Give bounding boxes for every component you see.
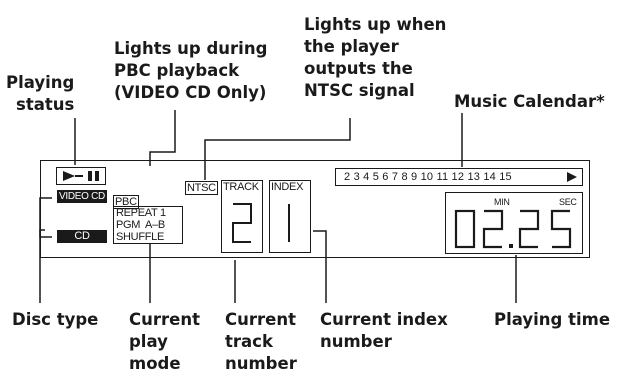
index-value (286, 202, 292, 244)
callout-track-number-line2: track (225, 332, 273, 351)
min-label: MIN (494, 197, 510, 207)
callout-ntsc-line2: the player (304, 37, 399, 56)
music-calendar-box: 2 3 4 5 6 7 8 9 10 11 12 13 14 15 (335, 168, 583, 186)
calendar-numbers: 2 3 4 5 6 7 8 9 10 11 12 13 14 15 (344, 171, 512, 183)
callout-ntsc-line3: outputs the (304, 59, 413, 78)
callout-pbc-line2: PBC playback (114, 61, 240, 80)
callout-playing-time: Playing time (494, 310, 611, 329)
track-value (231, 202, 253, 244)
track-label: TRACK (223, 181, 259, 193)
callout-play-mode: Current play mode (129, 309, 200, 375)
callout-index-number: Current index number (320, 309, 448, 353)
callout-pbc-line3: (VIDEO CD Only) (114, 83, 267, 102)
callout-ntsc-line4: NTSC signal (304, 81, 415, 100)
ntsc-indicator: NTSC (185, 181, 218, 195)
callout-pbc-line1: Lights up during (114, 39, 268, 58)
callout-play-mode-line2: play (129, 332, 168, 351)
sec-label: SEC (559, 197, 577, 207)
callout-index-number-line2: number (320, 332, 392, 351)
lcd-display: VIDEO CD CD PBC REPEAT 1 PGM A–B SHUFFLE… (40, 160, 590, 258)
callout-play-mode-line1: Current (129, 310, 200, 329)
play-mode-shuffle: SHUFFLE (116, 231, 165, 243)
callout-index-number-line1: Current index (320, 310, 448, 329)
play-mode-repeat: REPEAT 1 (116, 207, 166, 219)
callout-track-number-line3: number (225, 354, 297, 373)
track-box: TRACK (221, 180, 263, 253)
cd-indicator: CD (57, 230, 107, 243)
leader-index-number (313, 230, 327, 303)
playing-time-box: MIN SEC (445, 192, 583, 254)
callout-track-number-line1: Current (225, 310, 296, 329)
leader-pbc (149, 110, 176, 166)
right-arrow-icon (567, 172, 577, 182)
index-label: INDEX (271, 181, 304, 193)
play-pause-icon (63, 171, 99, 181)
callout-ntsc-line1: Lights up when (304, 15, 447, 34)
callout-music-calendar: Music Calendar* (454, 92, 605, 111)
callout-playing-status-line1: Playing (6, 73, 75, 92)
time-value (454, 209, 578, 249)
pbc-indicator: PBC (113, 195, 139, 209)
play-mode-pgm: PGM A–B (116, 219, 165, 231)
videocd-indicator: VIDEO CD (57, 190, 107, 203)
callout-playing-status-line2: status (16, 95, 75, 114)
callout-track-number: Current track number (225, 309, 297, 375)
playing-status-box (56, 167, 106, 185)
index-box: INDEX (269, 180, 311, 253)
callout-disc-type: Disc type (12, 310, 99, 329)
callout-play-mode-line3: mode (129, 354, 181, 373)
play-mode-box: REPEAT 1 PGM A–B SHUFFLE (113, 206, 183, 244)
callout-playing-status: Playing status (6, 72, 74, 116)
